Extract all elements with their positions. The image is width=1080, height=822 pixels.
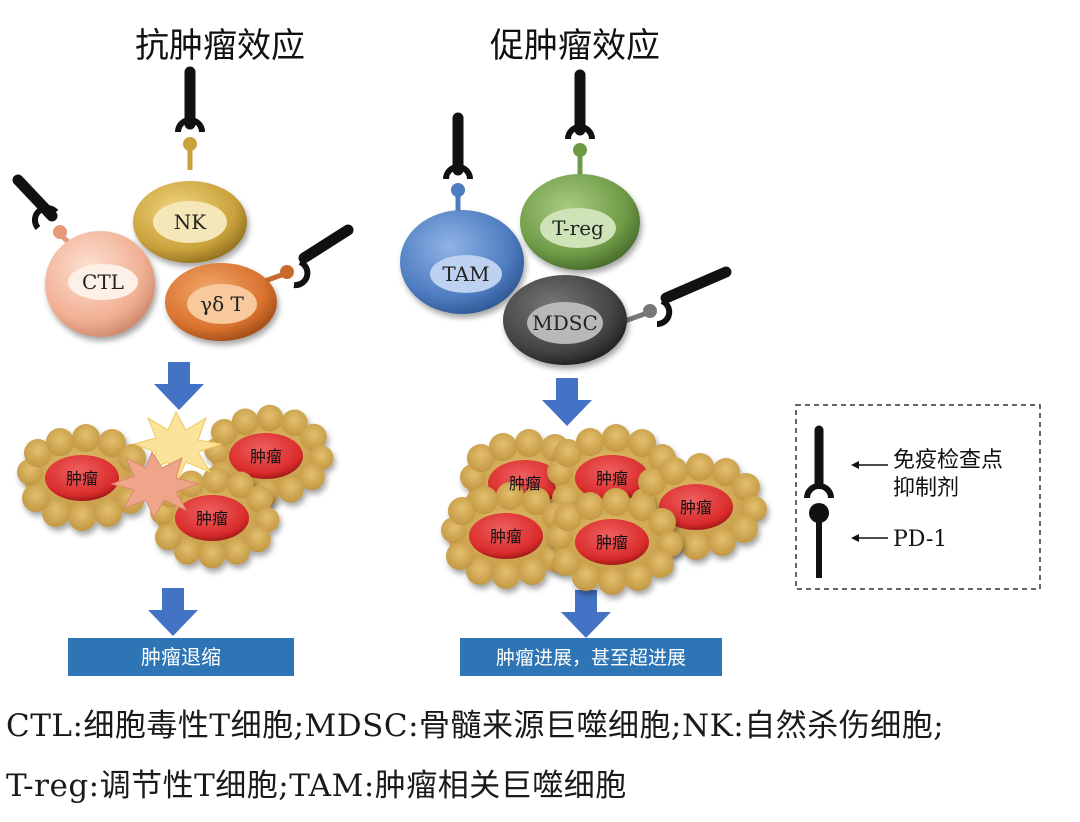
tumor-label: 肿瘤 [596,469,628,488]
legend-box [795,404,1041,590]
legend-pd1-label: PD-1 [893,527,947,552]
tam-cell [400,210,524,314]
tumor-cluster [17,424,153,531]
arrow-left-icon [851,534,888,542]
arrow-down-icon [542,378,592,426]
tam-inhibitor-icon [443,112,473,215]
pro-tumor-title: 促肿瘤效应 [490,26,660,66]
legend-inhibitor-label: 免疫检查点 [893,448,1003,473]
figure-caption: CTL:细胞毒性T细胞;MDSC:骨髓来源巨噬细胞;NK:自然杀伤细胞; [6,708,945,744]
gdt-cell [165,263,277,341]
tumor-cluster [204,404,334,507]
checkpoint-inhibitor-icon [804,425,834,499]
treg-inhibitor-icon [565,69,595,175]
tumor-label: 肿瘤 [66,469,98,488]
tumor-label: 肿瘤 [490,527,522,546]
treg-cell [520,174,640,270]
treg-label: T-reg [552,216,604,240]
nk-label: NK [174,210,208,234]
gdt-label: γδ T [200,292,244,316]
outcome-box-regression [68,638,294,676]
arrow-down-icon [154,362,204,410]
figure-caption: T-reg:调节性T细胞;TAM:肿瘤相关巨噬细胞 [6,768,627,804]
tumor-cluster [547,488,683,595]
tumor-label: 肿瘤 [196,509,228,528]
tam-label: TAM [442,262,489,286]
nk-cell [133,181,247,263]
ctl-cell [45,231,155,337]
cytotoxic-burst-icon [110,450,200,520]
gdt-inhibitor-icon [261,224,354,289]
tumor-cluster [150,466,280,569]
nk-inhibitor-icon [175,66,205,170]
legend-inhibitor-label: 抑制剂 [893,476,959,501]
tumor-cluster [631,453,767,560]
tumor-cluster [547,424,683,531]
arrow-down-icon [148,588,198,636]
tumor-label: 肿瘤 [680,498,712,517]
mdsc-label: MDSC [532,311,598,335]
ctl-label: CTL [82,270,124,294]
tumor-label: 肿瘤 [250,447,282,466]
pd1-icon [809,503,829,578]
anti-tumor-title: 抗肿瘤效应 [135,26,305,66]
mdsc-inhibitor-icon [621,266,732,328]
outcome-progression-label: 肿瘤进展，甚至超进展 [496,647,686,669]
outcome-box-progression [460,638,722,676]
outcome-regression-label: 肿瘤退缩 [141,645,221,669]
tumor-label: 肿瘤 [509,474,541,493]
arrow-left-icon [851,461,888,469]
tumor-cluster [441,482,577,589]
arrow-down-icon [561,590,611,638]
mdsc-cell [503,275,627,365]
tumor-label: 肿瘤 [596,533,628,552]
